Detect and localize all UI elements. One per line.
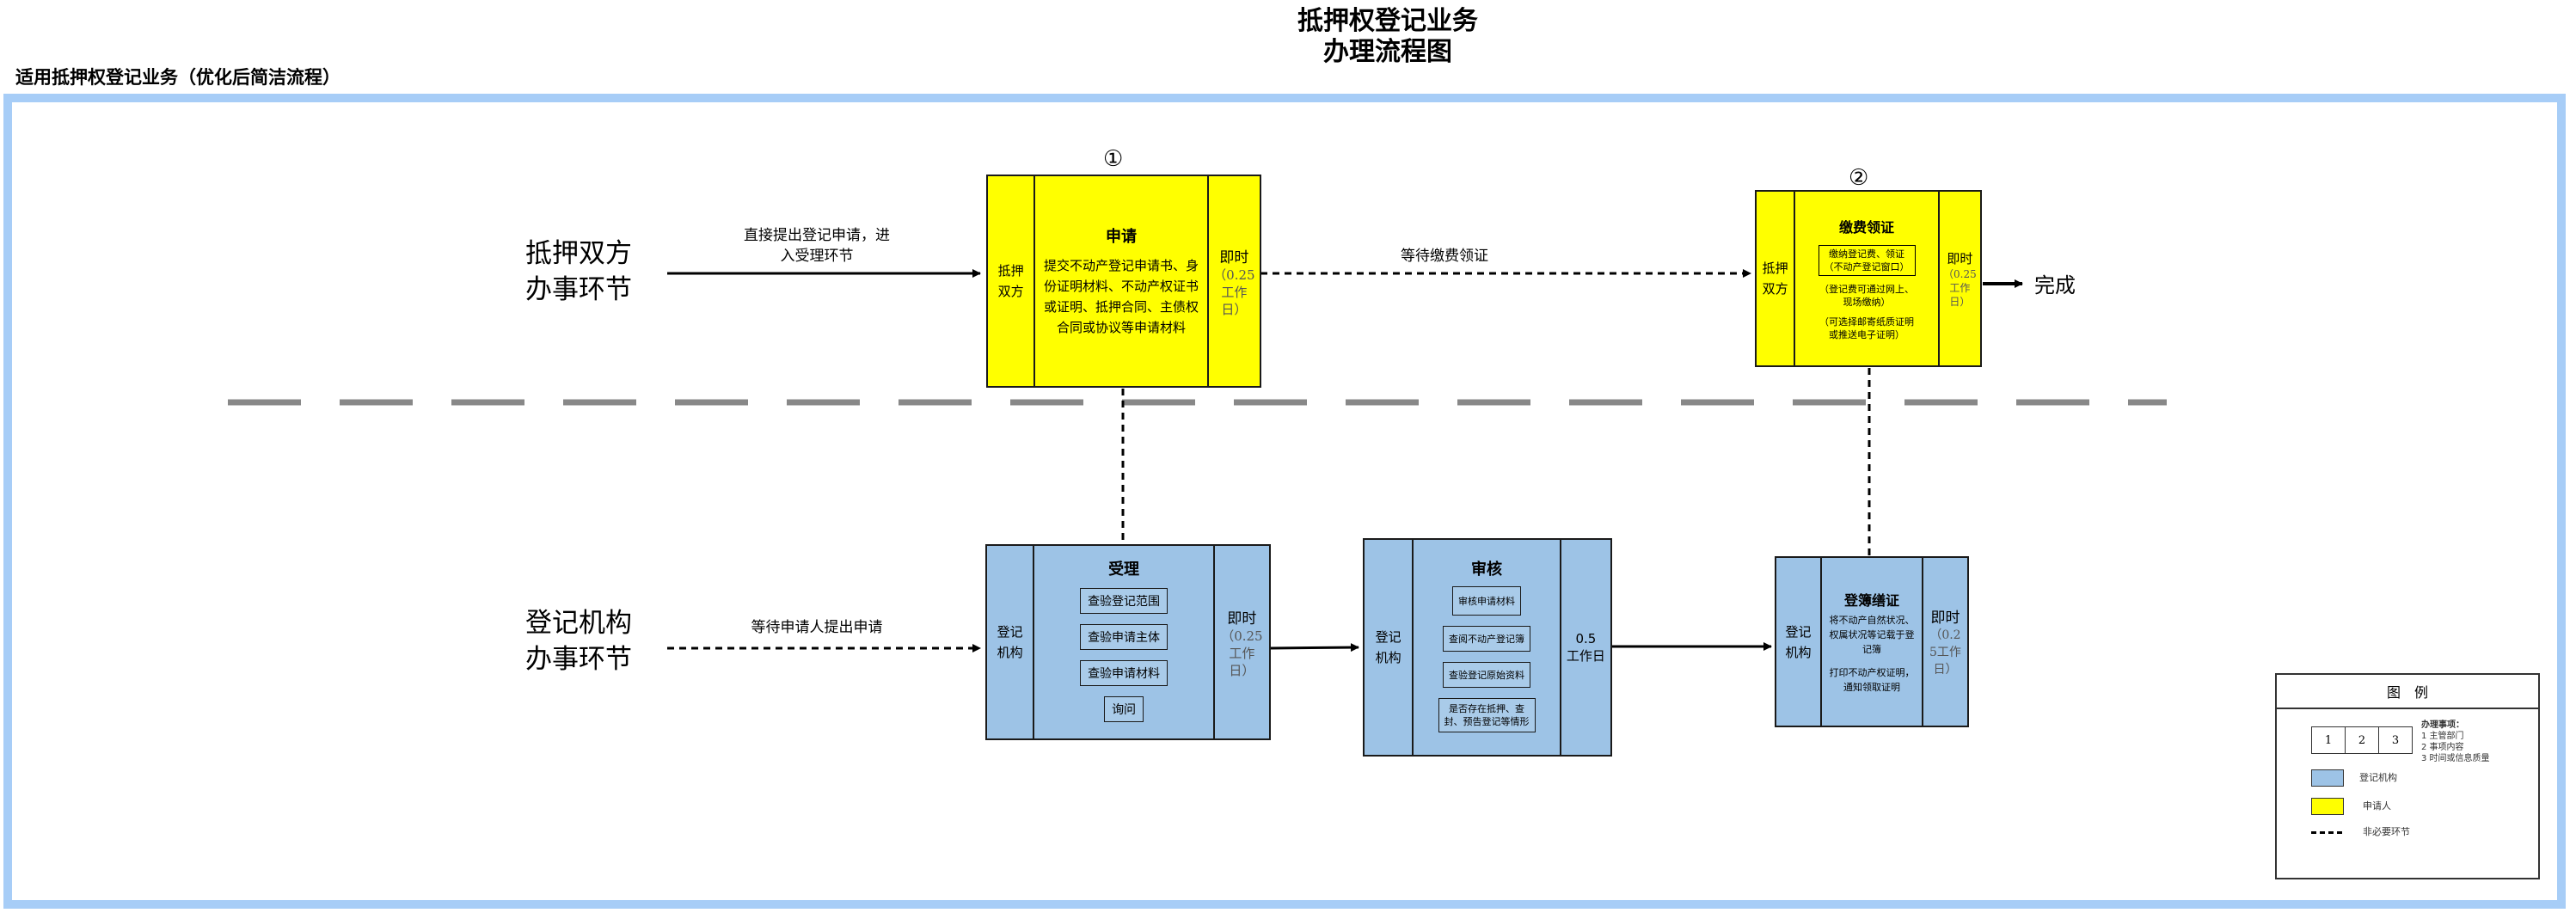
page-subtitle: 适用抵押权登记业务（优化后简洁流程）	[15, 67, 340, 88]
label-line: 入受理环节	[780, 248, 854, 265]
label-line: 直接提出登记申请，进	[744, 227, 890, 244]
lane-label-line: 登记机构	[525, 608, 632, 639]
step-desc: 打印不动产权证明，通知领取证明	[1829, 667, 1915, 693]
lane-label-line: 办事环节	[525, 274, 632, 305]
step-time-sub: （0.25 工作 日）	[1221, 628, 1263, 678]
step-time: 0.5 工作日	[1561, 540, 1610, 755]
step-time: 即时 （0.2 5工作 日）	[1923, 558, 1967, 726]
label-wait-apply: 等待申请人提出申请	[751, 619, 883, 636]
step-desc: 将不动产自然状况、权属状况等记载于登记簿	[1829, 615, 1915, 655]
legend-cells: 1 2 3	[2311, 726, 2413, 754]
legend-dash-swatch	[2311, 831, 2342, 834]
lane-label-parties: 抵押双方 办事环节	[475, 236, 682, 308]
step-note: （登记费可通过网上、 现场缴纳）	[1819, 284, 1915, 308]
step-time-sub: （0.25 工作 日）	[1213, 267, 1255, 317]
legend-notes: 办理事项： 1 主管部门 2 事项内容 3 时间或信息质量	[2421, 720, 2490, 764]
legend-note: 1 主管部门	[2421, 732, 2464, 741]
review-item: 查验登记原始资料	[1443, 662, 1531, 688]
lane-label-line: 办事环节	[525, 644, 632, 675]
legend: 图 例 1 2 3 办理事项： 1 主管部门 2 事项内容 3 时间或信息质量 …	[2275, 673, 2540, 879]
legend-cell: 2	[2346, 727, 2379, 753]
step-desc: 提交不动产登记申请书、身份证明材料、不动产权证书或证明、抵押合同、主债权合同或协…	[1044, 258, 1199, 335]
legend-title: 图 例	[2277, 675, 2538, 709]
step-time: 即时 （0.25 工作 日）	[1209, 176, 1260, 386]
step-time: 即时 （0.25 工作 日）	[1215, 546, 1269, 738]
step-number-1: ①	[1103, 146, 1124, 172]
legend-cell: 1	[2312, 727, 2346, 753]
step-pay: 抵押 双方 缴费领证 缴纳登记费、领证 （不动产登记窗口） （登记费可通过网上、…	[1755, 190, 1982, 367]
step-number-2: ②	[1849, 165, 1869, 191]
legend-yellow-swatch	[2311, 798, 2344, 815]
legend-yellow-label: 申请人	[2363, 800, 2391, 812]
step-accept: 登记 机构 受理 查验登记范围 查验申请主体 查验申请材料 询问 即时 （0.2…	[985, 544, 1271, 740]
label-wait-fee: 等待缴费领证	[1401, 248, 1488, 265]
check-item: 询问	[1104, 696, 1144, 722]
step-note: （可选择邮寄纸质证明 或推送电子证明）	[1819, 316, 1915, 340]
check-item: 查验申请主体	[1080, 624, 1168, 650]
lane-label-line: 抵押双方	[525, 238, 632, 269]
arrow-accept-review	[1270, 643, 1359, 652]
step-actor: 登记 机构	[1776, 558, 1823, 726]
legend-cell: 3	[2391, 733, 2400, 747]
step-time-main: 即时	[1947, 250, 1973, 267]
step-time-sub: （0.2 5工作 日）	[1929, 628, 1961, 677]
check-item: 查验登记范围	[1080, 588, 1168, 614]
legend-note: 3 时间或信息质量	[2421, 754, 2490, 763]
step-time-sub: （0.25 工作 日）	[1943, 267, 1977, 308]
step-time-main: 即时	[1930, 610, 1960, 627]
step-time-main: 0.5 工作日	[1566, 630, 1605, 664]
step-actor: 抵押 双方	[1757, 192, 1796, 365]
step-body: 受理 查验登记范围 查验申请主体 查验申请材料 询问	[1034, 546, 1215, 738]
step-title: 缴费领证	[1839, 219, 1895, 236]
step-register: 登记 机构 登簿缮证 将不动产自然状况、权属状况等记载于登记簿 打印不动产权证明…	[1775, 556, 1969, 727]
step-title: 审核	[1471, 561, 1503, 579]
step-body: 缴费领证 缴纳登记费、领证 （不动产登记窗口） （登记费可通过网上、 现场缴纳）…	[1795, 192, 1940, 365]
diagram-frame	[3, 94, 2566, 909]
step-time-main: 即时	[1227, 610, 1257, 628]
step-review: 登记 机构 审核 审核申请材料 查阅不动产登记簿 查验登记原始资料 是否存在抵押…	[1363, 538, 1612, 757]
label-direct-apply: 直接提出登记申请，进 入受理环节	[705, 225, 929, 267]
page-title-line2: 办理流程图	[1323, 37, 1452, 67]
review-item: 查阅不动产登记簿	[1443, 626, 1531, 652]
legend-dash-label: 非必要环节	[2363, 826, 2410, 837]
step-title: 申请	[1106, 228, 1138, 246]
step-time: 即时 （0.25 工作 日）	[1940, 192, 1980, 365]
lane-label-agency: 登记机构 办事环节	[475, 605, 682, 677]
step-title: 登簿缮证	[1843, 592, 1899, 609]
step-apply: 抵押 双方 申请 提交不动产登记申请书、身份证明材料、不动产权证书或证明、抵押合…	[986, 175, 1261, 388]
step-title: 受理	[1108, 561, 1140, 579]
step-actor: 抵押 双方	[988, 176, 1036, 386]
label-done: 完成	[2034, 273, 2076, 297]
step-actor: 登记 机构	[1365, 540, 1414, 755]
step-actor: 登记 机构	[987, 546, 1035, 738]
page-title: 抵押权登记业务	[1297, 6, 1478, 36]
step-time-main: 即时	[1219, 248, 1249, 267]
legend-blue-label: 登记机构	[2359, 772, 2397, 783]
step-body: 登簿缮证 将不动产自然状况、权属状况等记载于登记簿 打印不动产权证明，通知领取证…	[1822, 558, 1923, 726]
review-item: 审核申请材料	[1452, 586, 1522, 616]
step-boxed-item: 缴纳登记费、领证 （不动产登记窗口）	[1818, 245, 1916, 276]
legend-notes-title: 办理事项：	[2421, 720, 2464, 730]
step-body: 申请 提交不动产登记申请书、身份证明材料、不动产权证书或证明、抵押合同、主债权合…	[1035, 176, 1209, 386]
legend-blue-swatch	[2311, 769, 2344, 787]
step-body: 审核 审核申请材料 查阅不动产登记簿 查验登记原始资料 是否存在抵押、查 封、预…	[1414, 540, 1561, 755]
legend-note: 2 事项内容	[2421, 743, 2464, 752]
review-item: 是否存在抵押、查 封、预告登记等情形	[1438, 698, 1536, 732]
check-item: 查验申请材料	[1080, 660, 1168, 686]
